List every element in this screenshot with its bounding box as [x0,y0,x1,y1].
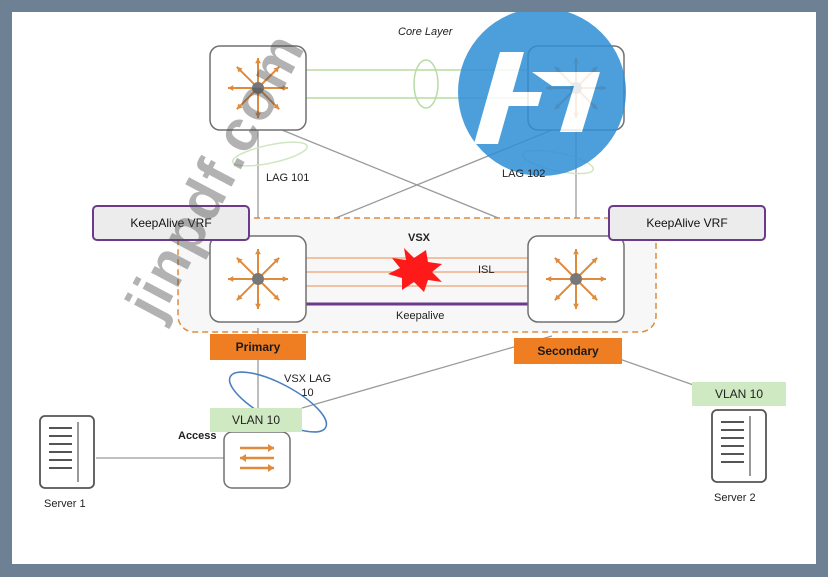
server2-label: Server 2 [714,492,756,504]
access-label: Access [178,430,217,442]
diagram-title: Core Layer [398,26,453,38]
secondary-role-badge: Secondary [514,338,622,364]
server2-icon [711,409,767,483]
lag102-label: LAG 102 [502,168,546,180]
vsx-burst-icon [388,248,442,292]
vsx-lag-label: VSX LAG 10 [284,373,332,399]
access-switch [223,431,291,489]
server1-icon [39,415,95,489]
core-switch-left [209,45,307,131]
vlan-access-badge: VLAN 10 [210,408,302,432]
server1-label: Server 1 [44,498,86,510]
lag101-ellipse [232,141,308,167]
keepalive-vrf-left: KeepAlive VRF [92,205,250,241]
network-diagram [39,12,767,489]
keepalive-vrf-right: KeepAlive VRF [608,205,766,241]
primary-role-badge: Primary [210,334,306,360]
vsx-secondary-switch [527,235,625,323]
isl-label: ISL [478,264,495,276]
vsx-primary-switch [209,235,307,323]
lag101-label: LAG 101 [266,172,310,184]
diagram-frame: Core Layer LAG 101 LAG 102 VSX ISL Keepa… [12,12,816,564]
vlan-server2-badge: VLAN 10 [692,382,786,406]
vsx-label: VSX [408,232,431,244]
hp-logo-watermark [458,12,626,176]
keepalive-label: Keepalive [396,310,445,322]
